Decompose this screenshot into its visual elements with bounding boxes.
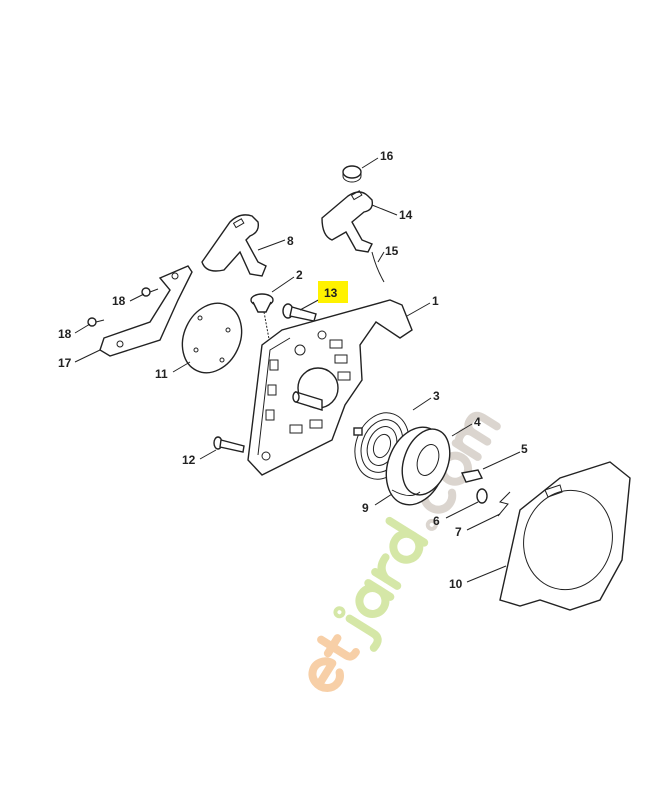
- label-3[interactable]: 3: [433, 389, 440, 403]
- label-9[interactable]: 9: [362, 501, 369, 515]
- label-5[interactable]: 5: [521, 442, 528, 456]
- part-12-screw: [213, 436, 245, 453]
- part-13-screw: [282, 303, 317, 322]
- label-16[interactable]: 16: [380, 149, 394, 163]
- label-10[interactable]: 10: [449, 577, 463, 591]
- label-1[interactable]: 1: [432, 294, 439, 308]
- label-14[interactable]: 14: [399, 208, 413, 222]
- label-13[interactable]: 13: [324, 286, 338, 300]
- part-5-pawl: [461, 469, 484, 483]
- label-7[interactable]: 7: [455, 525, 462, 539]
- part-14-handle: [321, 190, 385, 283]
- label-12[interactable]: 12: [182, 453, 196, 467]
- part-3-spring: [353, 412, 410, 480]
- part-10-fan-cover: [499, 461, 631, 611]
- part-4-rope-rotor: [385, 426, 451, 506]
- label-8[interactable]: 8: [287, 234, 294, 248]
- watermark-part-green: [333, 516, 429, 652]
- leader-lines: [74, 157, 521, 583]
- part-18-screw-2: [87, 317, 105, 327]
- label-6[interactable]: 6: [433, 514, 440, 528]
- part-18-screw: [141, 287, 159, 297]
- label-18[interactable]: 18: [112, 294, 126, 308]
- label-4[interactable]: 4: [474, 415, 481, 429]
- highlight-box: [318, 281, 348, 303]
- part-7-clip: [497, 491, 511, 517]
- label-2[interactable]: 2: [296, 268, 303, 282]
- part-17-plate: [99, 265, 193, 357]
- label-18-second[interactable]: 18: [58, 327, 72, 341]
- watermark-part-orange: [308, 634, 360, 692]
- part-11-disk: [181, 302, 243, 374]
- part-16-cap: [342, 165, 362, 183]
- label-11[interactable]: 11: [155, 367, 168, 381]
- part-1-starter-housing: [247, 299, 413, 476]
- label-15[interactable]: 15: [385, 244, 399, 258]
- part-8-handle: [201, 214, 267, 277]
- part-6-washer: [476, 488, 488, 504]
- label-17[interactable]: 17: [58, 356, 72, 370]
